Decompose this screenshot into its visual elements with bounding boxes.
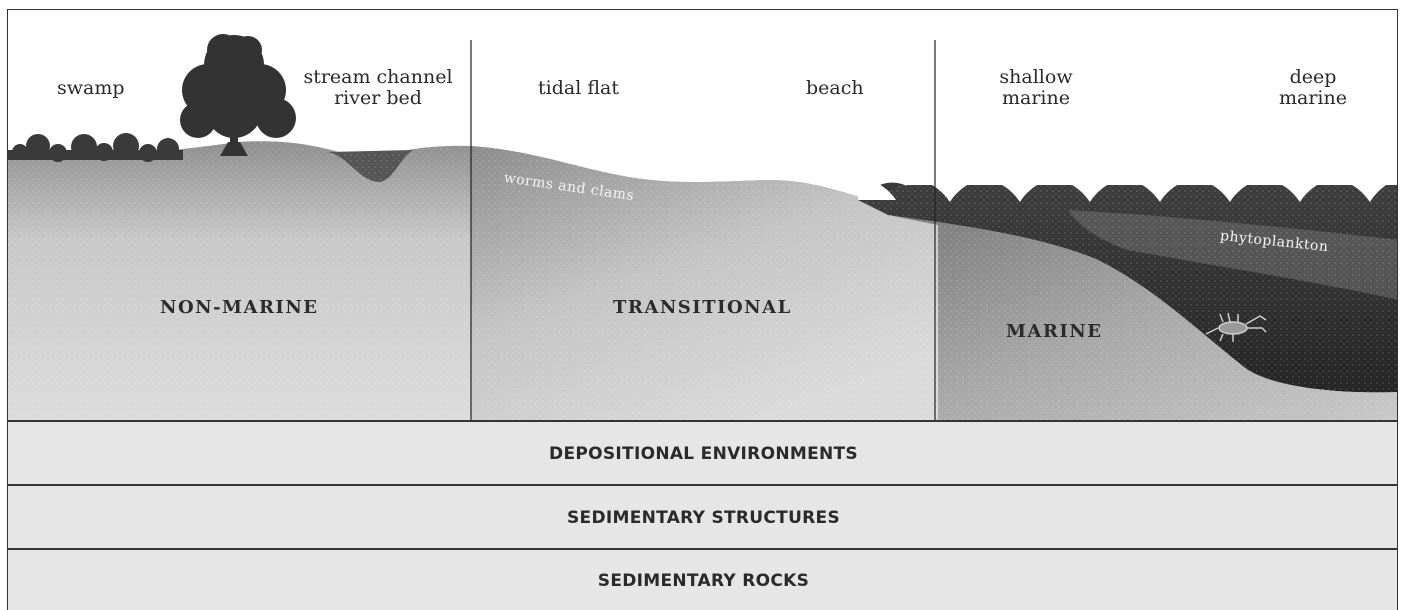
label-shallow-line1: shallow	[999, 66, 1073, 88]
diagram-frame: swamp stream channel river bed tidal fla…	[7, 9, 1398, 610]
depositional-scene	[8, 34, 1397, 422]
band-sedimentary-rocks: SEDIMENTARY ROCKS	[8, 548, 1397, 610]
label-deep-line2: marine	[1279, 87, 1347, 109]
lobster-icon	[1205, 312, 1267, 342]
tree-icon	[180, 34, 296, 156]
zone-transitional: TRANSITIONAL	[613, 297, 792, 318]
shrub-icon	[8, 133, 183, 162]
label-deep-line1: deep	[1289, 66, 1337, 88]
band-depositional-environments: DEPOSITIONAL ENVIRONMENTS	[8, 420, 1397, 485]
zone-non-marine: NON-MARINE	[160, 297, 319, 318]
label-beach: beach	[806, 77, 864, 99]
label-swamp: swamp	[57, 77, 125, 99]
band-sedimentary-structures: SEDIMENTARY STRUCTURES	[8, 484, 1397, 549]
label-stream-channel-line1: stream channel	[303, 66, 453, 88]
label-river-bed: river bed	[334, 87, 422, 109]
label-stream-channel: stream channel river bed	[296, 67, 460, 109]
wave-icon	[858, 178, 1397, 202]
label-tidal-flat: tidal flat	[538, 77, 619, 99]
zone-marine: MARINE	[1006, 321, 1103, 342]
label-shallow-line2: marine	[1002, 87, 1070, 109]
label-deep-marine: deep marine	[1268, 67, 1358, 109]
label-shallow-marine: shallow marine	[986, 67, 1086, 109]
